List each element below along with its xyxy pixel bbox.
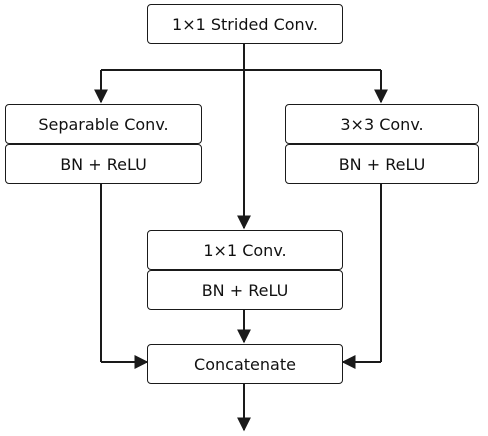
separable-conv-block: Separable Conv. [5, 104, 202, 144]
left-bn-relu-block: BN + ReLU [5, 144, 202, 184]
middle-bn-relu-block: BN + ReLU [147, 270, 343, 310]
concatenate-block: Concatenate [147, 344, 343, 384]
strided-conv-block: 1×1 Strided Conv. [147, 4, 343, 44]
conv1x1-block: 1×1 Conv. [147, 230, 343, 270]
right-bn-relu-block: BN + ReLU [285, 144, 479, 184]
conv3x3-block: 3×3 Conv. [285, 104, 479, 144]
